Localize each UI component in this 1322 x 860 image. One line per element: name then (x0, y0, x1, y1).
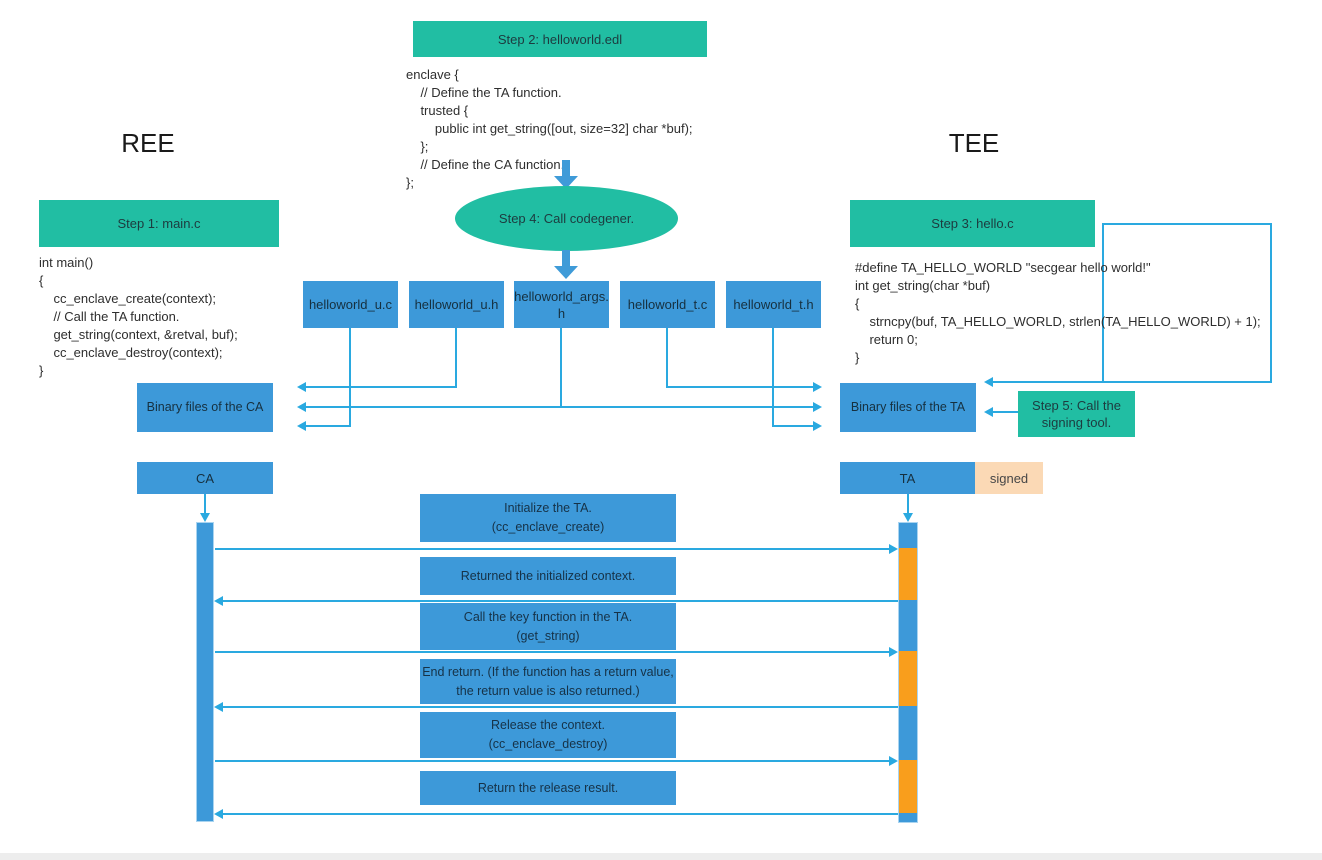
ree-heading: REE (121, 128, 175, 158)
arrowhead-left-icon (214, 809, 223, 819)
file-box-helloworld-t-h: helloworld_t.h (726, 281, 821, 328)
step5-box: Step 5: Call the signing tool. (1018, 391, 1135, 437)
ta-segment-idle (899, 706, 917, 760)
connector-args-to-both (306, 406, 813, 408)
connector-th-to-ta (772, 425, 813, 427)
message-arrow-5 (215, 760, 889, 762)
message-arrow-4 (223, 706, 898, 708)
message-arrow-1 (215, 548, 889, 550)
connector-uh-vertical (455, 328, 457, 388)
ta-header-box: TA (840, 462, 975, 494)
thick-down-arrowhead-icon (554, 176, 578, 189)
tee-heading: TEE (948, 128, 1000, 158)
step1-box: Step 1: main.c (39, 200, 279, 247)
message-box-return-release-result: Return the release result. (420, 771, 676, 805)
ta-segment-active (899, 548, 917, 600)
signed-badge: signed (975, 462, 1043, 494)
arrowhead-left-icon (214, 596, 223, 606)
arrowhead-right-icon (889, 647, 898, 657)
connector-th-vertical (772, 328, 774, 427)
file-box-helloworld-u-c: helloworld_u.c (303, 281, 398, 328)
connector-uh-to-ca (306, 386, 457, 388)
connector-tc-vertical (666, 328, 668, 388)
thick-down-arrow-icon (562, 160, 570, 177)
edl-code: enclave { // Define the TA function. tru… (406, 67, 693, 190)
thick-down-arrow-icon (562, 250, 570, 267)
step3-to-ta-connector-rect (1102, 223, 1272, 383)
binary-ta-box: Binary files of the TA (840, 383, 976, 432)
connector-ta-drop (907, 494, 909, 514)
connector-uc-vertical (349, 328, 351, 427)
ta-segment-active (899, 651, 917, 706)
arrowhead-left-icon (984, 407, 993, 417)
arrowhead-left-icon (297, 382, 306, 392)
step3-box: Step 3: hello.c (850, 200, 1095, 247)
hello-c-code: #define TA_HELLO_WORLD "secgear hello wo… (855, 260, 1261, 365)
arrowhead-right-icon (889, 756, 898, 766)
arrowhead-right-icon (813, 402, 822, 412)
message-arrow-3 (215, 651, 889, 653)
message-arrow-2 (223, 600, 898, 602)
ca-header-box: CA (137, 462, 273, 494)
message-box-returned-context: Returned the initialized context. (420, 557, 676, 595)
message-arrow-6 (223, 813, 898, 815)
arrowhead-left-icon (214, 702, 223, 712)
arrowhead-right-icon (813, 421, 822, 431)
ca-activation-bar (196, 522, 214, 822)
file-box-helloworld-t-c: helloworld_t.c (620, 281, 715, 328)
arrowhead-down-icon (903, 513, 913, 522)
arrowhead-left-icon (297, 421, 306, 431)
arrowhead-left-icon (297, 402, 306, 412)
arrowhead-down-icon (200, 513, 210, 522)
message-box-call-key-function: Call the key function in the TA. (get_st… (420, 603, 676, 650)
connector-uc-to-ca (306, 425, 351, 427)
ta-segment-active (899, 760, 917, 813)
ta-segment-idle (899, 523, 917, 548)
main-c-code: int main() { cc_enclave_create(context);… (39, 255, 238, 378)
arrowhead-right-icon (813, 382, 822, 392)
file-box-helloworld-args-h: helloworld_args.h (514, 281, 609, 328)
thick-down-arrowhead-icon (554, 266, 578, 279)
ta-activation-bar (898, 522, 918, 823)
arrowhead-right-icon (889, 544, 898, 554)
step2-box: Step 2: helloworld.edl (413, 21, 707, 57)
message-box-release-context: Release the context. (cc_enclave_destroy… (420, 712, 676, 758)
connector-tc-to-ta (666, 386, 813, 388)
message-box-initialize: Initialize the TA. (cc_enclave_create) (420, 494, 676, 542)
message-box-end-return: End return. (If the function has a retur… (420, 659, 676, 704)
file-box-helloworld-u-h: helloworld_u.h (409, 281, 504, 328)
step4-ellipse: Step 4: Call codegener. (455, 186, 678, 251)
connector-step3-to-binary-ta (993, 381, 1102, 383)
page-bottom-edge (0, 853, 1322, 860)
connector-args-vertical (560, 328, 562, 408)
binary-ca-box: Binary files of the CA (137, 383, 273, 432)
connector-ca-drop (204, 494, 206, 514)
ta-segment-idle (899, 813, 917, 822)
ta-segment-idle (899, 600, 917, 651)
connector-step5-to-binary-ta (993, 411, 1018, 413)
arrowhead-left-icon (984, 377, 993, 387)
